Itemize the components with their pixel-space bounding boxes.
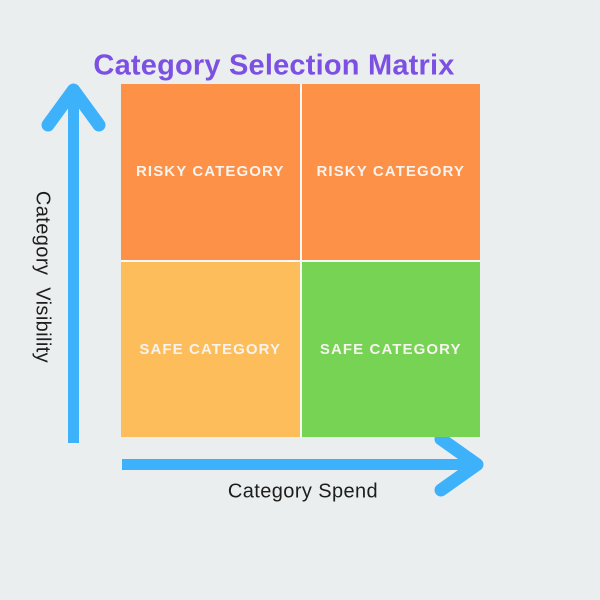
page-title: Category Selection Matrix [93, 49, 455, 82]
quadrant-label: SAFE CATEGORY [319, 340, 462, 358]
quadrant-label: RISKY CATEGORY [136, 163, 285, 181]
quadrant-top-right: RISKY CATEGORY [301, 84, 480, 260]
quadrant-label: SAFE CATEGORY [139, 340, 282, 358]
quadrant-matrix: RISKY CATEGORY RISKY CATEGORY SAFE CATEG… [121, 84, 480, 437]
arrow-strokes [41, 83, 484, 497]
y-axis-label: Category Visibility [31, 190, 54, 364]
quadrant-top-left: RISKY CATEGORY [121, 84, 300, 260]
x-axis-arrowhead-icon [434, 432, 484, 497]
x-axis-label: Category Spend [227, 480, 379, 503]
quadrant-bottom-right: SAFE CATEGORY [301, 261, 480, 437]
quadrant-label: RISKY CATEGORY [316, 163, 465, 181]
y-axis-arrowhead-icon [41, 83, 106, 132]
quadrant-bottom-left: SAFE CATEGORY [121, 261, 300, 437]
